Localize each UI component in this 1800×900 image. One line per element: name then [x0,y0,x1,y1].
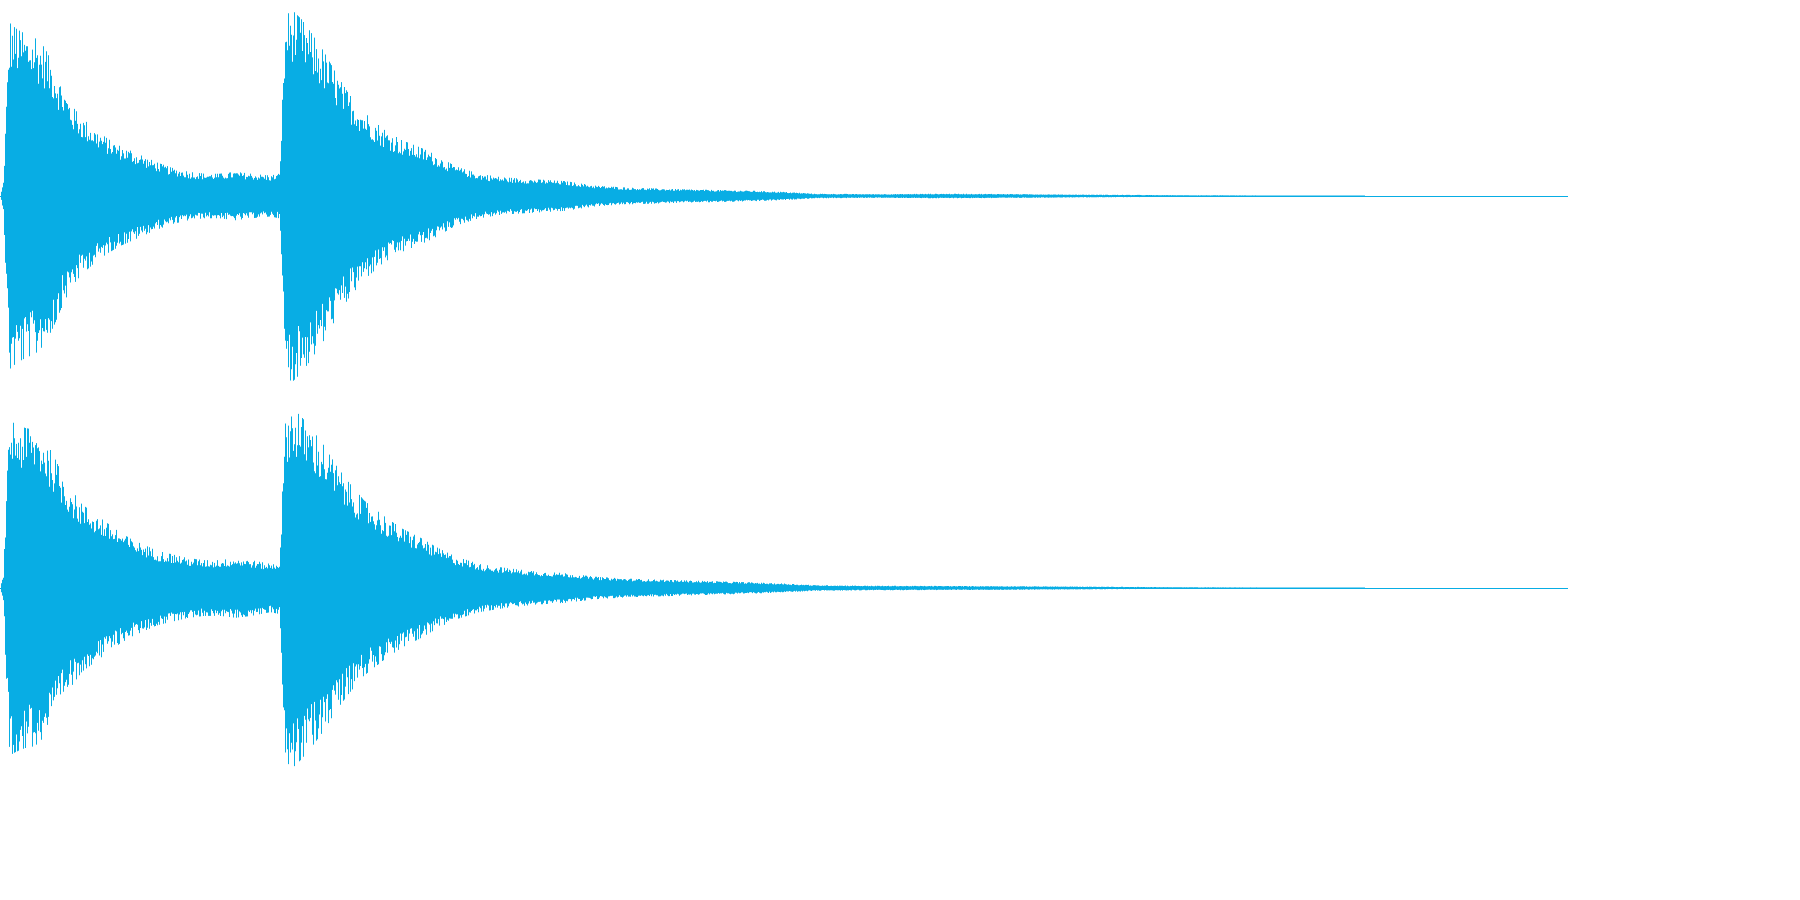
waveform-channel-top [0,12,1568,381]
waveform-display [0,12,1568,767]
waveform-amplitude [1,12,1365,381]
waveform-amplitude [1,413,1365,767]
waveform-view [0,12,1568,767]
waveform-channel-bottom [0,413,1568,767]
